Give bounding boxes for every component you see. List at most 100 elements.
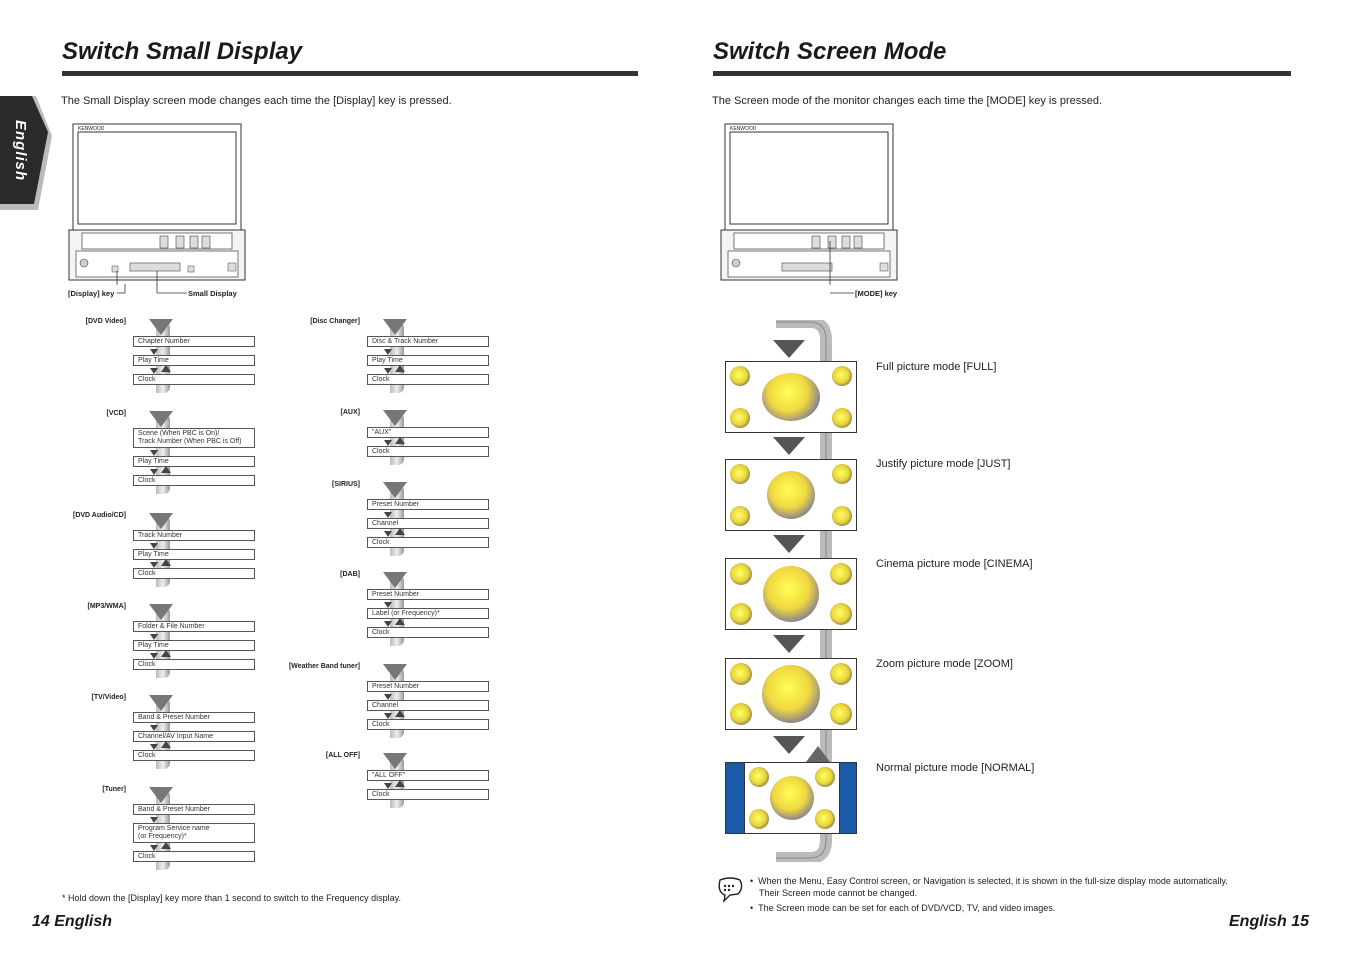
flow-item: Track Number xyxy=(133,530,255,541)
label-leaders-left xyxy=(117,284,187,294)
corner-circle xyxy=(832,464,852,484)
flow-item: Label (or Frequency)* xyxy=(367,608,489,619)
corner-circle xyxy=(830,563,852,585)
arrow-down-icon xyxy=(150,543,158,549)
corner-circle xyxy=(749,767,769,787)
loop-arrow-icon xyxy=(383,572,407,588)
arrow-up-icon xyxy=(161,466,171,473)
mode-label-full: Full picture mode [FULL] xyxy=(876,361,997,373)
corner-circle xyxy=(730,563,752,585)
flow-item: Preset Number xyxy=(367,681,489,692)
note-bullet-2: • The Screen mode can be set for each of… xyxy=(750,903,1056,913)
note-text-2: The Screen mode can be set for each of D… xyxy=(758,903,1056,913)
screen-full xyxy=(725,361,857,433)
flow-item: Clock xyxy=(367,789,489,800)
flow-item: Play Time xyxy=(133,640,255,651)
intro-right: The Screen mode of the monitor changes e… xyxy=(712,95,1103,107)
corner-circle xyxy=(815,767,835,787)
mode-label-cinema: Cinema picture mode [CINEMA] xyxy=(876,558,1033,570)
flow-item: Disc & Track Number xyxy=(367,336,489,347)
corner-circle xyxy=(749,809,769,829)
flow-heading: [VCD] xyxy=(106,410,126,417)
flow-item: Channel xyxy=(367,518,489,529)
flow-item: Clock xyxy=(133,475,255,486)
arrow-down-icon xyxy=(773,437,805,455)
corner-circle xyxy=(832,506,852,526)
flow-item: "ALL OFF" xyxy=(367,770,489,781)
arrow-down-icon xyxy=(150,817,158,823)
mode-label-zoom: Zoom picture mode [ZOOM] xyxy=(876,658,1013,670)
note-text-1: When the Menu, Easy Control screen, or N… xyxy=(758,876,1228,886)
arrow-down-icon xyxy=(384,713,392,719)
page-number-left: 14 English xyxy=(32,913,113,930)
arrow-down-icon xyxy=(773,736,805,754)
arrow-down-icon xyxy=(150,562,158,568)
arrow-down-icon xyxy=(384,349,392,355)
footnote: * Hold down the [Display] key more than … xyxy=(62,893,402,903)
arrow-down-icon xyxy=(384,694,392,700)
arrow-down-icon xyxy=(150,349,158,355)
mode-label-normal: Normal picture mode [NORMAL] xyxy=(876,762,1035,774)
page-title-left: Switch Small Display xyxy=(62,38,303,65)
flow-item: "AUX" xyxy=(367,427,489,438)
language-tab-label: English xyxy=(12,120,29,182)
flow-heading: [MP3/WMA] xyxy=(87,603,127,610)
arrow-up-icon xyxy=(395,710,405,717)
flow-item: Chapter Number xyxy=(133,336,255,347)
flow-item: Scene (When PBC is On)/ Track Number (Wh… xyxy=(133,428,255,448)
intro-left: The Small Display screen mode changes ea… xyxy=(61,95,452,107)
note-text-1b: Their Screen mode cannot be changed. xyxy=(759,888,918,898)
corner-circle xyxy=(730,366,750,386)
arrow-up-icon xyxy=(395,365,405,372)
arrow-down-icon xyxy=(150,744,158,750)
flow-item: Clock xyxy=(133,851,255,862)
flow-heading: [TV/Video] xyxy=(91,694,126,701)
arrow-up-icon xyxy=(395,618,405,625)
display-key-label: [Display] key xyxy=(68,289,115,298)
flow-item: Band & Preset Number xyxy=(133,712,255,723)
flow-item: Preset Number xyxy=(367,589,489,600)
mode-key-label: [MODE] key xyxy=(855,289,898,298)
corner-circle xyxy=(830,663,852,685)
arrow-down-icon xyxy=(773,635,805,653)
language-tab xyxy=(0,96,52,210)
flow-item: Clock xyxy=(367,374,489,385)
flow-item: Clock xyxy=(133,568,255,579)
head-unit-illustration-right xyxy=(720,123,898,285)
flow-item: Clock xyxy=(133,659,255,670)
arrow-down-icon xyxy=(150,725,158,731)
flow-item: Play Time xyxy=(133,549,255,560)
center-circle xyxy=(767,471,815,519)
flow-item: Folder & File Number xyxy=(133,621,255,632)
corner-circle xyxy=(830,703,852,725)
arrow-down-icon xyxy=(773,340,805,358)
screen-zoom xyxy=(725,658,857,730)
corner-circle xyxy=(730,464,750,484)
arrow-down-icon xyxy=(150,634,158,640)
corner-circle xyxy=(730,408,750,428)
arrow-down-icon xyxy=(384,602,392,608)
brand-logo-right: KENWOOD xyxy=(730,126,757,132)
loop-arrow-icon xyxy=(149,513,173,529)
arrow-down-icon xyxy=(384,531,392,537)
note-bullet-1: • When the Menu, Easy Control screen, or… xyxy=(750,876,1228,886)
corner-circle xyxy=(730,703,752,725)
center-circle xyxy=(762,373,820,421)
arrow-down-icon xyxy=(384,512,392,518)
arrow-up-icon xyxy=(395,780,405,787)
arrow-up-icon xyxy=(395,437,405,444)
corner-circle xyxy=(730,663,752,685)
loop-arrow-icon xyxy=(383,482,407,498)
flow-item: Channel/AV Input Name xyxy=(133,731,255,742)
center-circle xyxy=(770,776,814,820)
title-rule-left xyxy=(62,71,638,76)
screen-normal xyxy=(725,762,857,834)
screen-just xyxy=(725,459,857,531)
arrow-down-icon xyxy=(384,621,392,627)
arrow-down-icon xyxy=(384,440,392,446)
flow-item: Clock xyxy=(367,446,489,457)
loop-arrow-icon xyxy=(149,695,173,711)
flow-item: Clock xyxy=(133,374,255,385)
title-rule-right xyxy=(713,71,1291,76)
flow-item: Program Service name (or Frequency)* xyxy=(133,823,255,843)
